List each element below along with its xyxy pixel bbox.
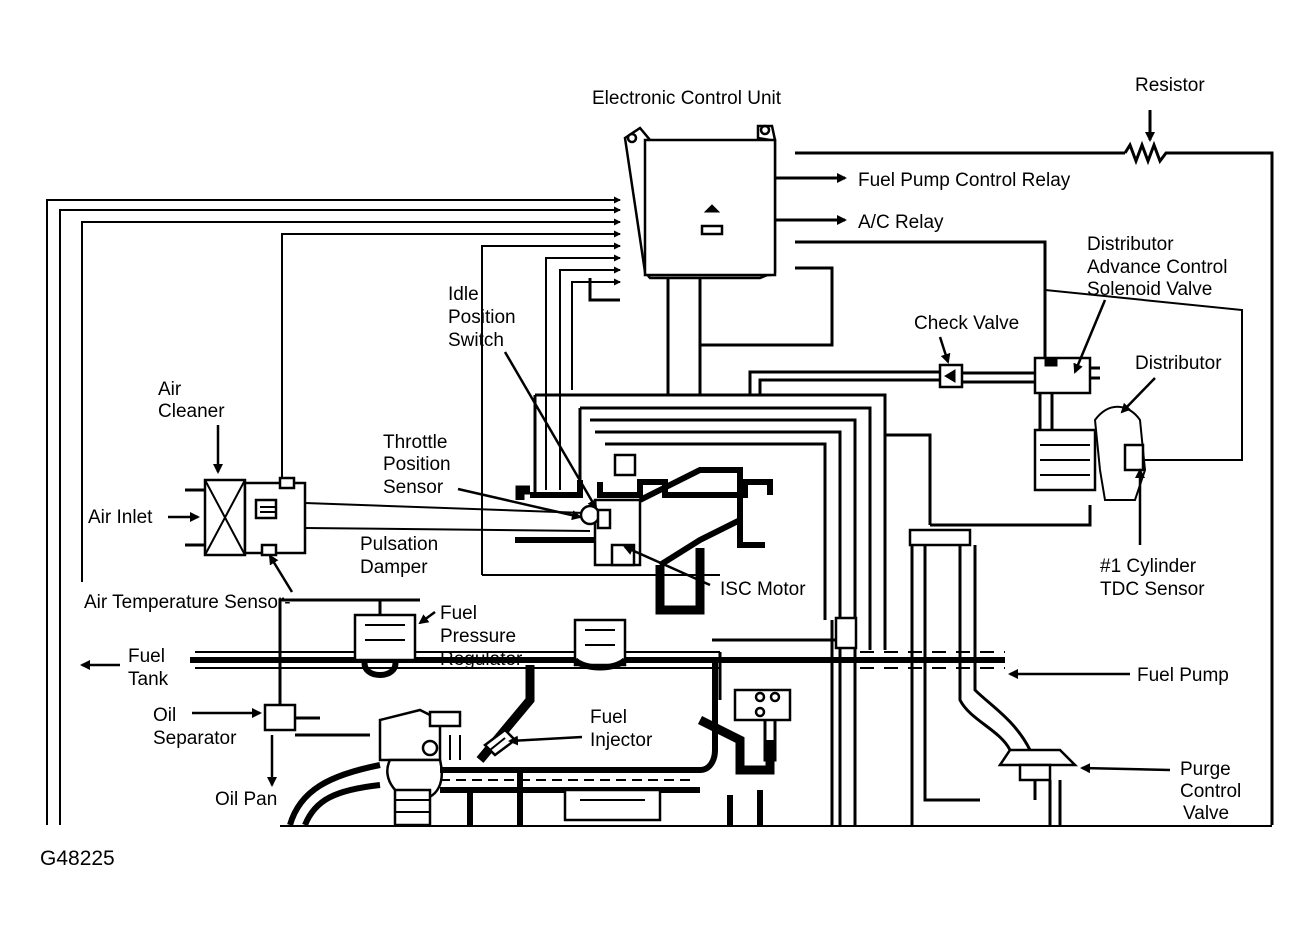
ecu-input-wiring [46,196,1243,825]
label-oil-separator-line2: Separator [153,728,237,749]
pulsation-damper [572,618,628,671]
fuel-injector [483,728,517,757]
oil-separator [263,598,380,737]
label-isc-motor: ISC Motor [720,579,806,600]
label-fuel-pressure-regulator-line2: Pressure [440,626,516,647]
label-oil-pan: Oil Pan [215,789,277,810]
label-throttle-position-line1: Throttle [383,432,447,453]
label-ac-relay: A/C Relay [858,212,944,233]
label-idle-position-line1: Idle [448,284,479,305]
distributor-advance-control-solenoid-valve [1033,356,1100,430]
label-fuel-pressure-regulator-line1: Fuel [440,603,477,624]
label-fuel-pump: Fuel Pump [1137,665,1229,686]
label-purge-control-line3: Valve [1183,803,1229,824]
label-purge-control-line2: Control [1180,781,1241,802]
label-fuel-injector-line2: Injector [590,730,653,751]
label-air-temperature-sensor: Air Temperature Sensor- [84,592,291,613]
label-throttle-position-line2: Position [383,454,451,475]
label-air-cleaner-line2: Cleaner [158,401,225,422]
label-fuel-pump-control-relay: Fuel Pump Control Relay [858,170,1071,191]
electronic-control-unit [623,124,777,395]
check-valve [938,363,1035,389]
label-purge-control-line1: Purge [1180,759,1231,780]
label-air-inlet: Air Inlet [88,507,153,528]
label-fuel-injector-line1: Fuel [590,707,627,728]
leader-arrows [80,299,1171,787]
label-air-cleaner-line1: Air [158,379,182,400]
vacuum-hoses [533,370,940,650]
canister-hoses [830,528,1032,825]
label-electronic-control-unit: Electronic Control Unit [592,88,782,109]
label-pulsation-damper-line2: Damper [360,557,428,578]
figure-code: G48225 [40,847,115,870]
label-distributor-advance-line1: Distributor [1087,234,1174,255]
label-fuel-tank-line1: Fuel [128,646,165,667]
distributor [930,405,1147,527]
label-distributor: Distributor [1135,353,1222,374]
label-distributor-advance-line3: Solenoid Valve [1087,279,1212,300]
label-idle-position-line2: Position [448,307,516,328]
tdc-sensor [1123,443,1145,472]
throttle-position-sensor [596,508,612,530]
label-resistor: Resistor [1135,75,1205,96]
label-idle-position-line3: Switch [448,330,504,351]
label-tdc-sensor-line1: #1 Cylinder [1100,556,1197,577]
label-fuel-pressure-regulator-line3: Regulator [440,649,523,670]
ecu-ground-icon [703,204,721,213]
label-oil-separator-line1: Oil [153,705,176,726]
purge-control-valve [997,748,1079,825]
intake-duct [304,502,586,514]
air-cleaner [185,476,307,557]
label-fuel-tank-line2: Tank [128,669,169,690]
isc-motor [610,543,636,567]
label-throttle-position-line3: Sensor [383,477,444,498]
fuel-pressure-regulator [353,598,420,678]
air-temperature-sensor [278,476,296,490]
label-pulsation-damper-line1: Pulsation [360,534,438,555]
label-distributor-advance-line2: Advance Control [1087,257,1227,278]
resistor-symbol [1123,140,1274,825]
label-check-valve: Check Valve [914,313,1019,334]
labels: Electronic Control Unit Resistor Fuel Pu… [40,75,1241,870]
ecu-connector-icon [700,224,724,236]
fuel-fitting [733,688,792,762]
label-tdc-sensor-line2: TDC Sensor [1100,579,1205,600]
